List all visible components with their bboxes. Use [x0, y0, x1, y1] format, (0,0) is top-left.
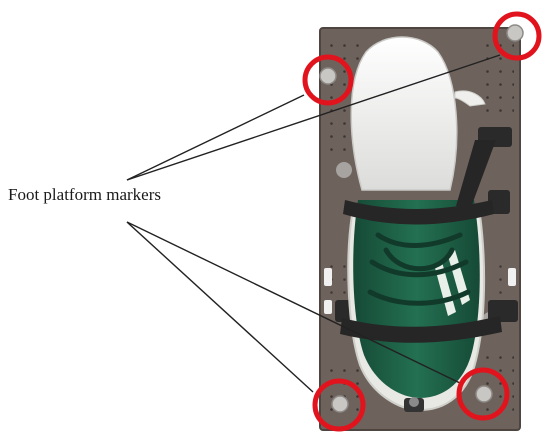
marker-rings	[302, 11, 542, 432]
marker-ring-bottom-right	[456, 367, 510, 421]
marker-ring-top-left	[302, 54, 354, 106]
marker-bolts	[319, 24, 524, 413]
marker-ring-bottom-left	[312, 378, 366, 432]
marker-ring-top-right	[492, 11, 542, 61]
foot-platform-markers-label: Foot platform markers	[8, 185, 161, 204]
shoe	[340, 36, 502, 412]
leader-lines	[126, 54, 501, 393]
